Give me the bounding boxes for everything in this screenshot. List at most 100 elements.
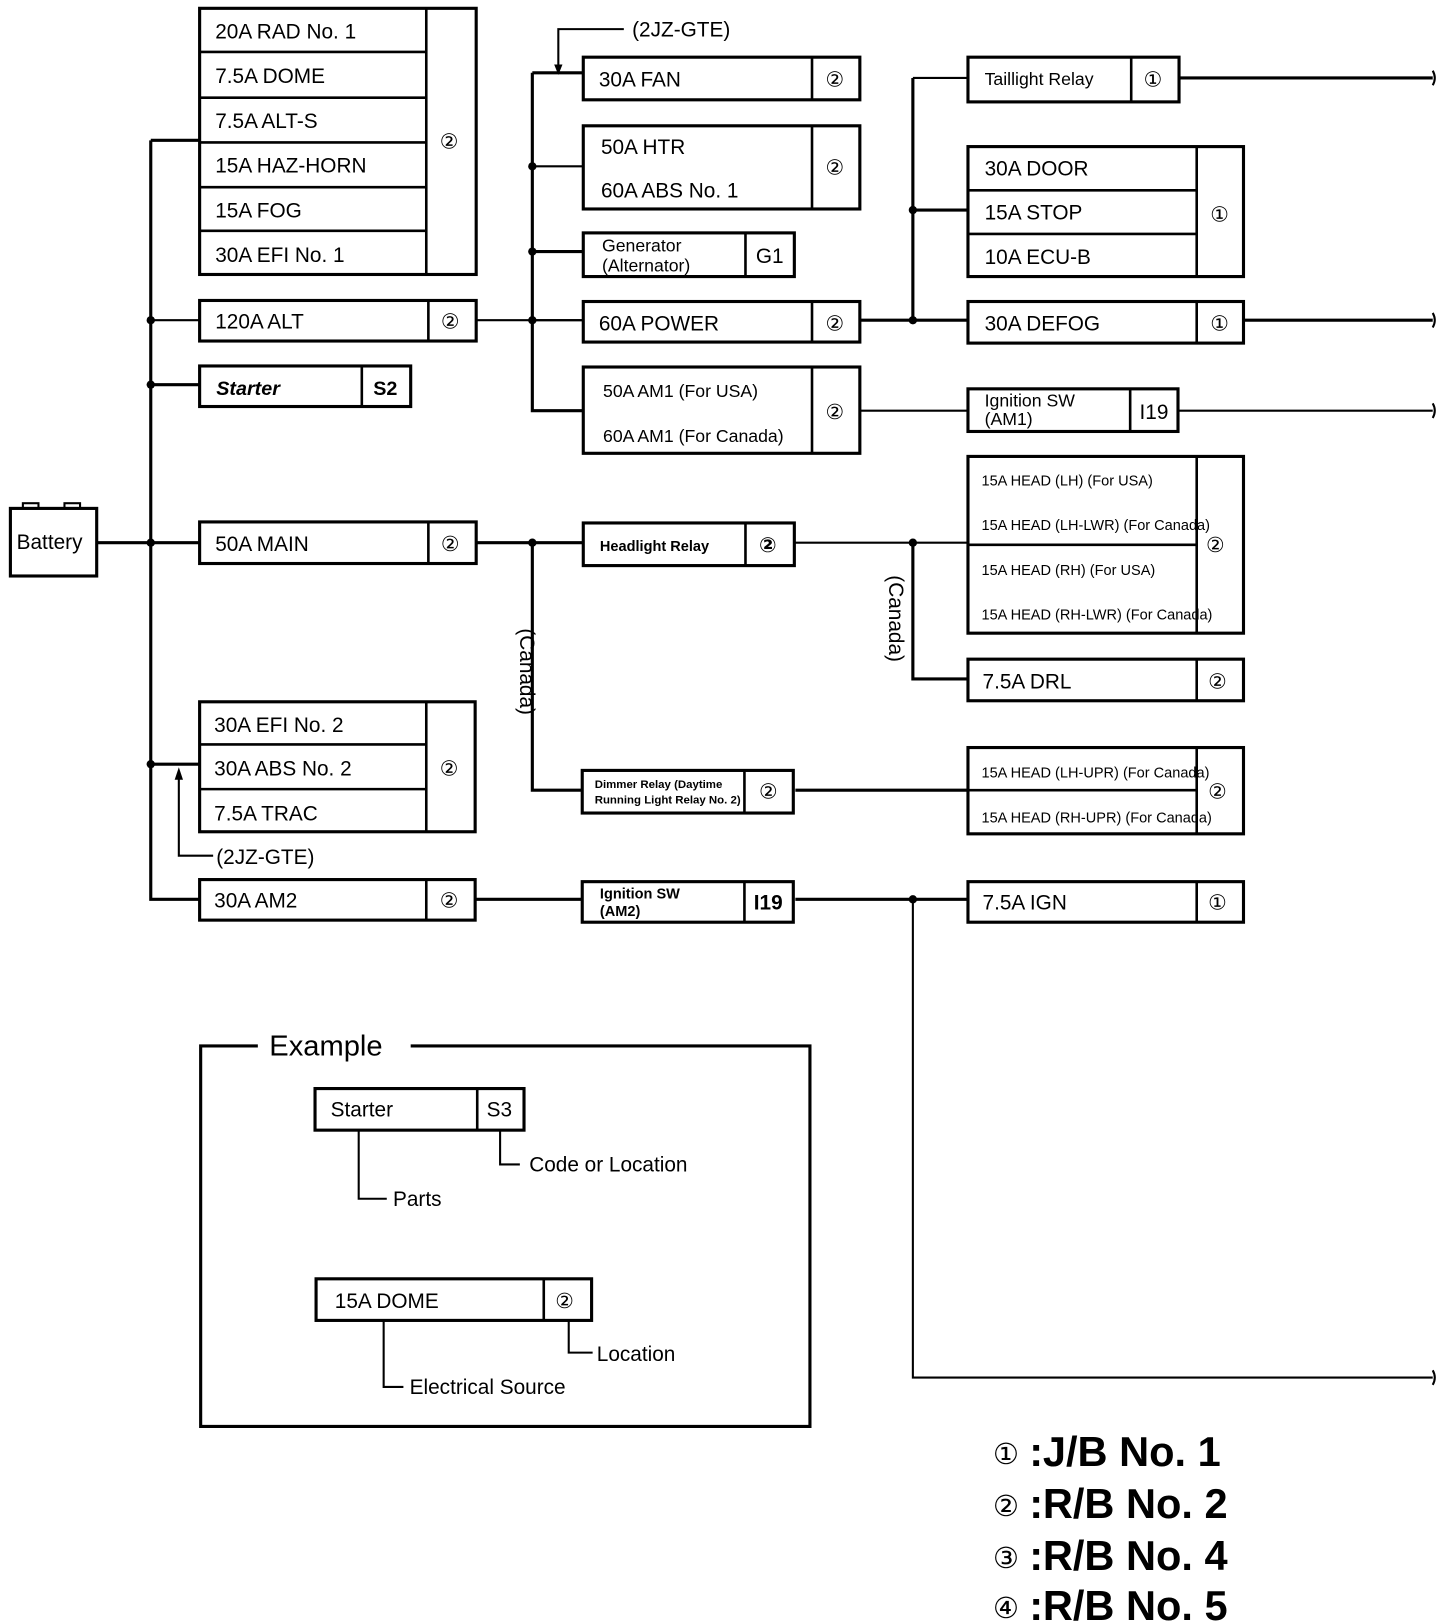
fuse-defog[interactable]: 30A DEFOG ①	[966, 299, 1246, 345]
fuse-label: 60A AM1 (For Canada)	[603, 426, 784, 446]
example-source-box: 15A DOME ②	[314, 1277, 594, 1322]
component-label: Starter	[216, 378, 281, 400]
headlight-relay[interactable]: Headlight Relay ②	[581, 521, 796, 568]
fuse-label: 30A DOOR	[985, 158, 1089, 181]
fuse-group-htr-abs[interactable]: 50A HTR 60A ABS No. 1 ②	[581, 124, 862, 211]
line-end-icon	[1431, 1369, 1436, 1386]
fuse-am2[interactable]: 30A AM2 ②	[198, 878, 477, 922]
callout-location: Location	[597, 1343, 676, 1366]
legend-text: R/B No. 5	[1043, 1582, 1228, 1624]
component-label: (Alternator)	[602, 255, 690, 275]
junction-dot	[528, 538, 537, 547]
legend-colon: :	[1029, 1428, 1043, 1475]
legend-item: ① : J/B No. 1	[993, 1428, 1221, 1475]
fuse-label: 50A HTR	[601, 136, 685, 159]
fuse-label: 30A FAN	[599, 68, 681, 91]
arrow-up-icon	[174, 767, 183, 780]
fuse-group-efi2[interactable]: 30A EFI No. 2 30A ABS No. 2 7.5A TRAC ②	[198, 700, 477, 834]
fuse-label: 50A MAIN	[215, 533, 309, 556]
legend-item: ④ : R/B No. 5	[993, 1582, 1228, 1624]
legend-symbol: ②	[993, 1491, 1019, 1523]
fuse-fan[interactable]: 30A FAN ②	[581, 55, 862, 102]
line-end-icon	[1431, 70, 1436, 86]
component-label: (AM2)	[600, 904, 641, 920]
location-symbol: ②	[441, 533, 460, 556]
legend-item: ③ : R/B No. 4	[993, 1532, 1228, 1579]
legend-colon: :	[1029, 1532, 1043, 1579]
fuse-label: 30A ABS No. 2	[214, 758, 351, 781]
fuse-power[interactable]: 60A POWER ②	[581, 299, 862, 344]
fuse-label: 15A STOP	[985, 201, 1083, 224]
arrow-down-icon	[554, 64, 563, 75]
location-symbol: ②	[441, 311, 460, 334]
ignition-switch-am1[interactable]: Ignition SW (AM1) I19	[966, 387, 1180, 434]
junction-dot	[908, 316, 918, 325]
junction-dot	[528, 162, 537, 171]
legend-symbol: ③	[993, 1543, 1019, 1575]
fuse-alt[interactable]: 120A ALT ②	[198, 298, 478, 343]
location-symbol: ①	[1210, 203, 1229, 226]
example-part-label: Starter	[331, 1099, 393, 1122]
legend-colon: :	[1029, 1582, 1043, 1624]
fuse-label: 15A HEAD (LH-LWR) (For Canada)	[981, 518, 1210, 534]
line-end-icon	[1431, 312, 1436, 329]
fuse-label: 50A AM1 (For USA)	[603, 381, 758, 401]
component-label: Ignition SW	[985, 391, 1076, 411]
fuse-label: 120A ALT	[215, 311, 304, 334]
location-symbol: ②	[759, 780, 778, 803]
starter-component[interactable]: Starter S2	[198, 364, 413, 409]
location-symbol: ②	[440, 758, 459, 781]
fuse-group-top-left[interactable]: 20A RAD No. 1 7.5A DOME 7.5A ALT-S 15A H…	[198, 6, 478, 277]
ignition-switch-am2[interactable]: Ignition SW (AM2) I19	[580, 880, 795, 924]
fuse-label: 7.5A DOME	[215, 65, 325, 88]
location-symbol: ②	[1208, 670, 1227, 693]
fuse-label: 15A HEAD (LH-UPR) (For Canada)	[981, 766, 1209, 782]
battery[interactable]: Battery	[8, 502, 99, 578]
legend-colon: :	[1029, 1480, 1043, 1527]
location-symbol: ②	[1206, 534, 1225, 557]
example-title: Example	[269, 1030, 382, 1062]
fuse-label: 15A HAZ-HORN	[215, 155, 366, 178]
component-label: Taillight Relay	[985, 69, 1094, 89]
generator-component[interactable]: Generator (Alternator) G1	[581, 231, 796, 279]
fuse-drl[interactable]: 7.5A DRL ②	[966, 657, 1246, 703]
fuse-group-head[interactable]: 15A HEAD (LH) (For USA) 15A HEAD (LH-LWR…	[966, 454, 1246, 635]
location-symbol: ②	[759, 534, 777, 557]
junction-dot	[146, 380, 155, 389]
example-part-code: S3	[487, 1099, 512, 1122]
fuse-label: 30A AM2	[214, 890, 297, 913]
junction-dot	[146, 316, 155, 325]
example-panel: Example Starter S3 Code or Location Part…	[199, 1030, 812, 1429]
fuse-label: 60A ABS No. 1	[601, 180, 738, 203]
location-symbol: ①	[1208, 892, 1227, 915]
component-code: G1	[756, 245, 784, 268]
location-symbol: ②	[826, 68, 845, 91]
example-frame	[199, 1044, 812, 1429]
location-symbol: ②	[826, 401, 845, 424]
head-to-drl	[911, 542, 967, 681]
junction-dot	[146, 760, 155, 769]
taillight-relay[interactable]: Taillight Relay ①	[966, 55, 1181, 104]
fan-note-leader	[557, 28, 624, 68]
fuse-label: 10A ECU-B	[985, 246, 1091, 269]
main-bus	[149, 140, 200, 901]
mid-bus	[530, 72, 583, 413]
fuse-group-am1[interactable]: 50A AM1 (For USA) 60A AM1 (For Canada) ②	[581, 365, 862, 455]
location-symbol: ①	[1144, 68, 1163, 91]
callout-leader	[382, 1320, 404, 1388]
junction-dot	[528, 316, 537, 325]
fuse-main[interactable]: 50A MAIN ②	[198, 520, 478, 566]
callout-leader	[567, 1320, 593, 1354]
junction-dot	[908, 895, 918, 904]
fuse-ign[interactable]: 7.5A IGN ①	[966, 880, 1246, 924]
component-label: Generator	[602, 236, 682, 256]
component-label: Running Light Relay No. 2)	[595, 795, 741, 807]
legend-symbol: ①	[993, 1439, 1019, 1471]
callout-leader	[499, 1130, 520, 1166]
callout-leader	[357, 1130, 387, 1200]
fuse-label: 15A HEAD (LH) (For USA)	[981, 474, 1152, 490]
fuse-group-door[interactable]: 30A DOOR 15A STOP 10A ECU-B ①	[966, 145, 1246, 279]
dimmer-relay[interactable]: Dimmer Relay (Daytime Running Light Rela…	[580, 768, 795, 815]
fuse-group-upr[interactable]: 15A HEAD (LH-UPR) (For Canada) 15A HEAD …	[966, 745, 1246, 836]
example-source-location: ②	[555, 1290, 574, 1313]
